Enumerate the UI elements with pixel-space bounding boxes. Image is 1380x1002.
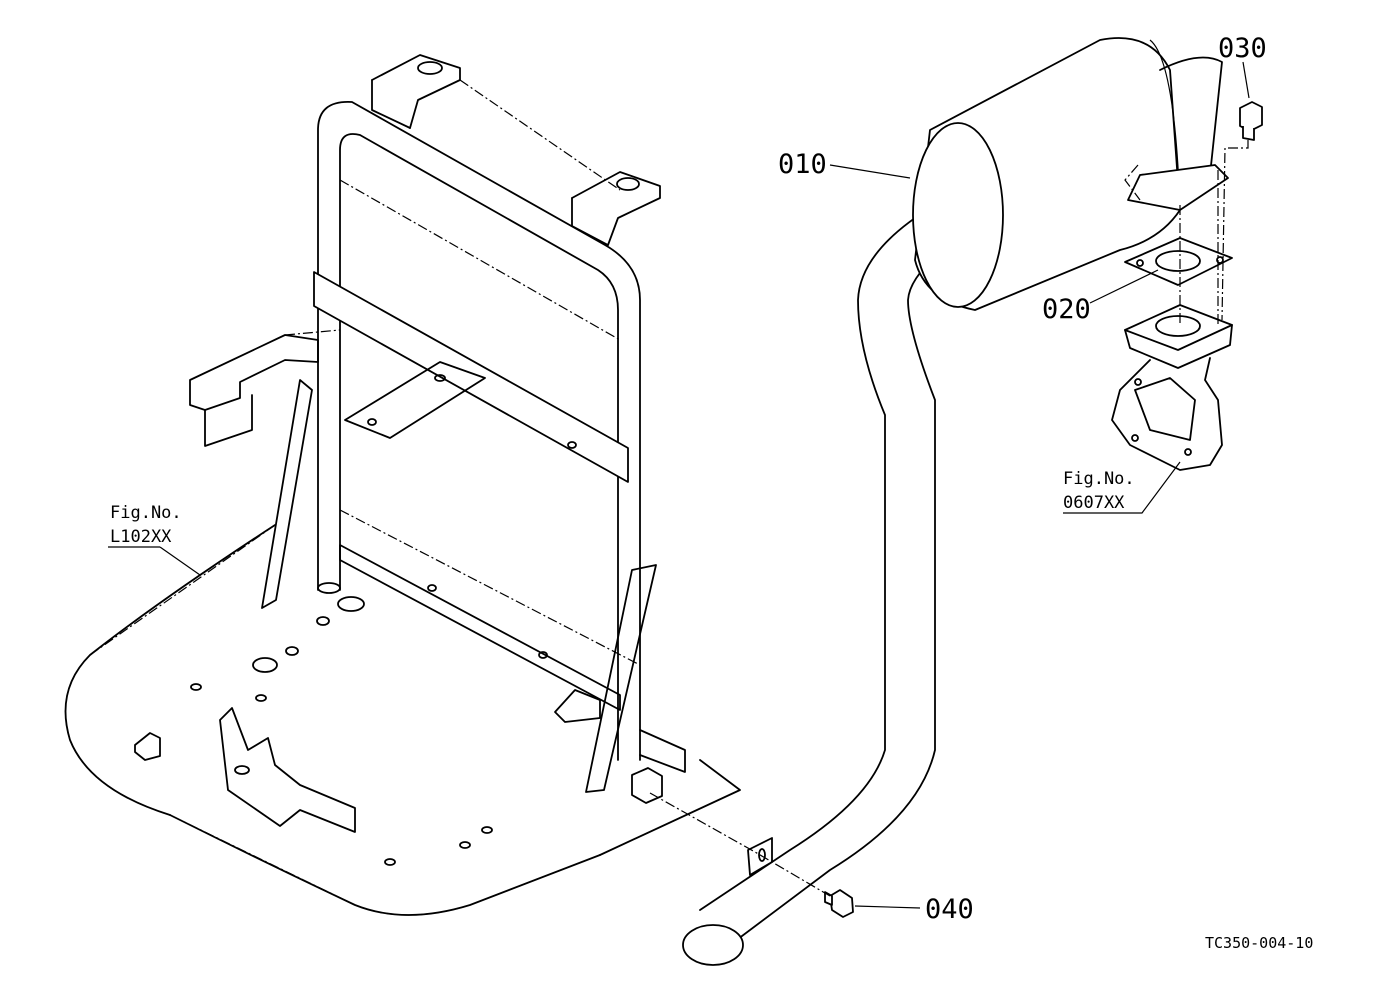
exhaust-manifold [1111, 304, 1233, 471]
muffler [912, 37, 1229, 311]
reference-fig-l102-title: Fig.No. [110, 503, 182, 523]
reference-fig-0607-number: 0607XX [1063, 493, 1125, 513]
bolt-040 [649, 792, 854, 918]
callout-040: 040 [925, 894, 974, 925]
floor-plate [64, 524, 741, 916]
reference-fig-0607-title: Fig.No. [1063, 469, 1135, 489]
reference-fig-l102-number: L102XX [110, 527, 172, 547]
bolt-030 [1221, 101, 1263, 321]
reference-lines [339, 79, 1219, 341]
drawing-code: TC350-004-10 [1205, 934, 1313, 952]
callout-020: 020 [1042, 294, 1091, 325]
callout-030: 030 [1218, 33, 1267, 64]
callout-010: 010 [778, 149, 827, 180]
exhaust-pipe [682, 201, 976, 966]
leader-lines [108, 61, 1250, 909]
rops-frame [189, 54, 686, 793]
